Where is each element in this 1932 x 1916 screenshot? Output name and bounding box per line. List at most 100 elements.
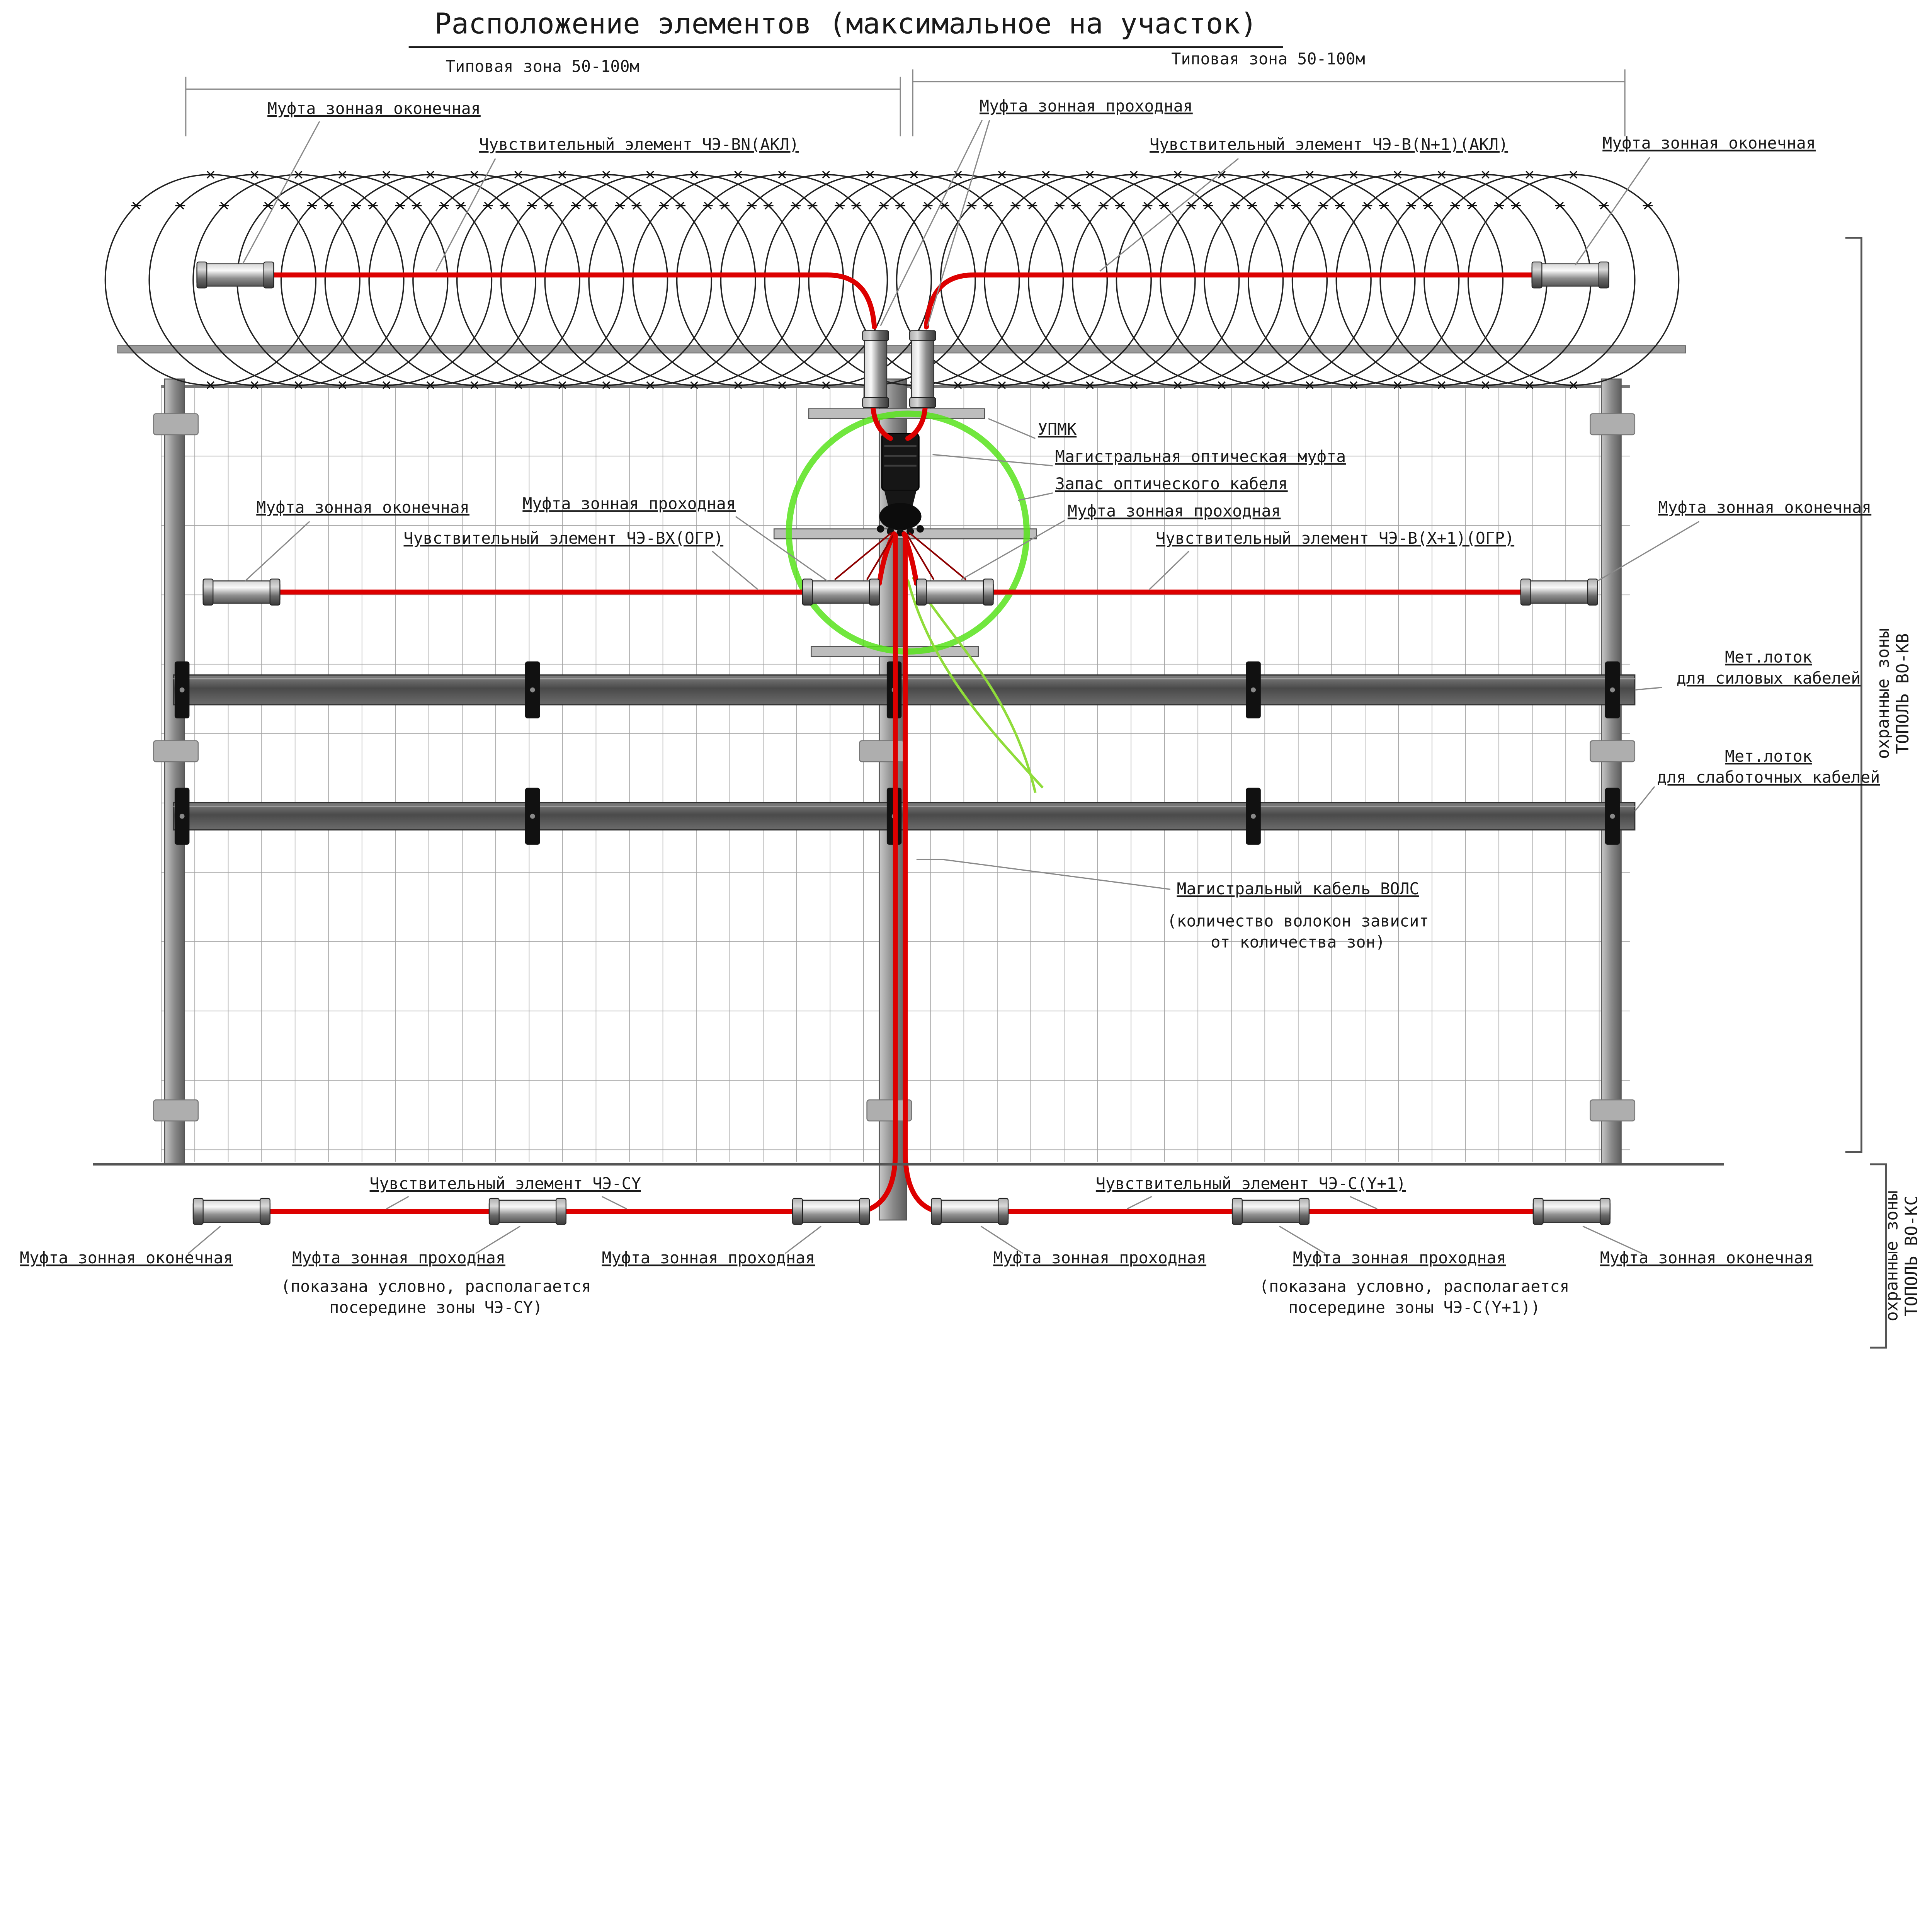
label-tray-power-1: Мет.лоток — [1725, 648, 1812, 667]
barb-icon — [456, 201, 466, 210]
label-mufta-prohodnaya-b2: Муфта зонная проходная — [602, 1248, 815, 1267]
label-mufta-okonechnaya-mid-left: Муфта зонная оконечная — [256, 498, 469, 517]
barb-icon — [412, 201, 422, 210]
barb-icon — [939, 201, 949, 210]
barb-icon — [1379, 201, 1389, 210]
barb-icon — [131, 201, 141, 210]
zone-coupling — [196, 261, 274, 289]
barb-icon — [1349, 170, 1359, 179]
barb-icon — [425, 170, 435, 179]
barb-icon — [777, 381, 787, 389]
barb-icon — [1027, 201, 1037, 210]
barb-icon — [895, 201, 905, 210]
label-mufta-prohodnaya-b3: Муфта зонная проходная — [993, 1248, 1206, 1267]
barb-icon — [953, 381, 963, 389]
zone-coupling — [802, 579, 880, 606]
barb-icon — [1291, 201, 1301, 210]
label-sensor-bn: Чувствительный элемент ЧЭ-BN(АКЛ) — [479, 135, 799, 154]
label-guard-zone-ks-2: ТОПОЛЬ ВО-КС — [1902, 1196, 1922, 1316]
post-right — [1600, 378, 1622, 1165]
barb-icon — [601, 381, 611, 389]
barb-icon — [513, 381, 524, 389]
tray-bracket-bolt — [1251, 687, 1256, 693]
barb-icon — [1041, 381, 1051, 389]
barb-icon — [997, 170, 1007, 179]
label-sensor-bx: Чувствительный элемент ЧЭ-BX(ОГР) — [404, 529, 724, 548]
barb-icon — [249, 170, 260, 179]
barb-icon — [280, 201, 290, 210]
barb-icon — [1335, 201, 1345, 210]
barb-icon — [689, 170, 699, 179]
leader-line — [927, 120, 990, 326]
barb-icon — [1304, 170, 1315, 179]
barb-icon — [909, 170, 919, 179]
barb-icon — [747, 201, 757, 210]
leader-line — [1126, 1196, 1152, 1210]
barb-icon — [439, 201, 449, 210]
barb-icon — [307, 201, 317, 210]
barb-icon — [1599, 201, 1609, 210]
callout-leaders — [188, 120, 1700, 1254]
leader-line — [916, 859, 1171, 890]
label-sensor-cy: Чувствительный элемент ЧЭ-CY — [370, 1174, 641, 1193]
barb-icon — [1159, 201, 1169, 210]
label-guard-zone-kv-1: охранные зоны — [1874, 628, 1893, 759]
tray-bracket-bolt — [530, 813, 535, 819]
barb-icon — [631, 201, 642, 210]
barb-icon — [1098, 201, 1109, 210]
barb-icon — [922, 201, 933, 210]
barb-icon — [1480, 170, 1491, 179]
barb-icon — [1436, 170, 1447, 179]
barb-icon — [1436, 381, 1447, 389]
barb-icon — [367, 201, 378, 210]
leader-line — [245, 521, 310, 582]
label-tray-power-2: для силовых кабелей — [1677, 669, 1861, 687]
barb-icon — [997, 381, 1007, 389]
barb-icon — [807, 201, 818, 210]
note-prohod-left-1: (показана условно, располагается — [281, 1277, 591, 1296]
zone-coupling — [1520, 579, 1598, 606]
optical-coupling — [877, 433, 924, 536]
zone-dimension-right: Типовая зона 50-100м — [1171, 49, 1365, 68]
barb-icon — [500, 201, 510, 210]
label-guard-zone-ks-1: охранные зоны — [1882, 1191, 1901, 1322]
zone-coupling — [202, 579, 281, 606]
barb-icon — [1304, 381, 1315, 389]
barb-icon — [645, 170, 655, 179]
leader-line — [1634, 687, 1662, 691]
label-main-optical-mufta: Магистральная оптическая муфта — [1055, 447, 1346, 466]
barb-icon — [1406, 201, 1417, 210]
dimension-right — [912, 69, 1626, 136]
zone-bracket-kv — [1845, 237, 1862, 1153]
leader-line — [188, 1225, 221, 1254]
barb-icon — [469, 170, 480, 179]
post-left — [164, 378, 185, 1165]
label-upmk: УПМК — [1038, 420, 1077, 439]
barb-icon — [865, 170, 875, 179]
zone-coupling — [1531, 261, 1609, 289]
dimension-left — [185, 77, 901, 136]
barb-icon — [601, 170, 611, 179]
zone-couplings — [192, 261, 1611, 1225]
barb-icon — [1524, 381, 1535, 389]
leader-line — [1634, 786, 1655, 812]
barb-icon — [1643, 201, 1653, 210]
barb-icon — [1511, 201, 1521, 210]
leader-line — [1018, 492, 1053, 501]
perimeter-security-diagram: Расположение элементов (максимальное на … — [20, 7, 1922, 1349]
leader-line — [1279, 1225, 1326, 1254]
barb-icon — [425, 381, 435, 389]
barb-icon — [1085, 170, 1095, 179]
barb-icon — [557, 381, 567, 389]
label-tray-lowcurrent-2: для слаботочных кабелей — [1657, 768, 1880, 787]
barb-icon — [659, 201, 669, 210]
barb-icon — [1230, 201, 1240, 210]
tray-bracket-bolt — [179, 687, 185, 693]
barb-icon — [469, 381, 480, 389]
leader-line — [961, 519, 1066, 580]
zone-coupling — [192, 1198, 271, 1225]
leader-line — [1149, 551, 1190, 590]
note-prohod-left-2: посередине зоны ЧЭ-CY) — [329, 1298, 543, 1317]
leader-line — [1582, 1225, 1643, 1254]
note-prohod-right-1: (показана условно, располагается — [1259, 1277, 1570, 1296]
